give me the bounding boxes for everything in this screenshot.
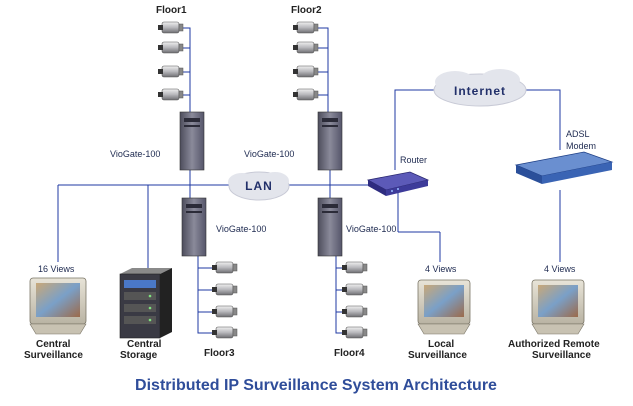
camera-icon bbox=[211, 283, 238, 296]
viogate-server-1 bbox=[179, 111, 205, 171]
camera-icon bbox=[341, 305, 368, 318]
floor2-cameras bbox=[292, 21, 319, 101]
central-monitor-icon bbox=[29, 277, 87, 335]
viogate-2-label: VioGate-100 bbox=[244, 149, 294, 159]
page-title: Distributed IP Surveillance System Archi… bbox=[135, 377, 497, 394]
camera-icon bbox=[292, 65, 319, 78]
camera-icon bbox=[211, 326, 238, 339]
storage-icon bbox=[119, 268, 172, 339]
central-views-label: 16 Views bbox=[38, 264, 75, 274]
viogate-server-2 bbox=[317, 111, 343, 171]
camera-icon bbox=[157, 65, 184, 78]
camera-icon bbox=[292, 88, 319, 101]
camera-icon bbox=[157, 21, 184, 34]
floor4-cameras bbox=[341, 261, 368, 339]
camera-icon bbox=[211, 305, 238, 318]
viogate-3-label: VioGate-100 bbox=[216, 224, 266, 234]
floor1-cameras bbox=[157, 21, 184, 101]
remote-views-label: 4 Views bbox=[544, 264, 576, 274]
floor3-bus bbox=[197, 255, 214, 334]
network-lines bbox=[57, 27, 561, 334]
remote-surveillance-line1: Authorized Remote bbox=[508, 339, 600, 350]
central-storage-line2: Storage bbox=[120, 350, 158, 361]
viogate-1-label: VioGate-100 bbox=[110, 149, 160, 159]
remote-monitor-icon bbox=[531, 279, 585, 335]
viogate-server-4 bbox=[317, 197, 343, 257]
viogate-server-3 bbox=[181, 197, 207, 257]
camera-icon bbox=[292, 41, 319, 54]
local-views-label: 4 Views bbox=[425, 264, 457, 274]
camera-icon bbox=[157, 41, 184, 54]
camera-icon bbox=[341, 283, 368, 296]
floor1-label: Floor1 bbox=[156, 5, 187, 16]
floor3-cameras bbox=[211, 261, 238, 339]
local-surveillance-line2: Surveillance bbox=[408, 350, 467, 361]
lan-cloud: LAN bbox=[228, 171, 290, 201]
lan-label: LAN bbox=[245, 179, 273, 193]
floor4-label: Floor4 bbox=[334, 348, 365, 359]
internet-cloud: Internet bbox=[433, 69, 527, 107]
local-monitor-icon bbox=[417, 279, 471, 335]
camera-icon bbox=[341, 326, 368, 339]
remote-surveillance-line2: Surveillance bbox=[532, 350, 591, 361]
router-internet-link bbox=[394, 89, 440, 170]
modem-label-line1: ADSL bbox=[566, 129, 590, 139]
floor2-bus bbox=[318, 27, 329, 112]
local-surveillance-line1: Local bbox=[428, 339, 454, 350]
camera-icon bbox=[211, 261, 238, 274]
modem-label-line2: Modem bbox=[566, 141, 596, 151]
modem-icon bbox=[514, 151, 614, 184]
camera-icon bbox=[157, 88, 184, 101]
floor1-bus bbox=[182, 27, 191, 112]
viogate-4-label: VioGate-100 bbox=[346, 224, 396, 234]
central-surveillance-line1: Central bbox=[36, 339, 71, 350]
camera-icon bbox=[292, 21, 319, 34]
camera-icon bbox=[341, 261, 368, 274]
central-storage-line1: Central bbox=[127, 339, 162, 350]
internet-label: Internet bbox=[454, 84, 506, 98]
floor4-bus bbox=[335, 255, 344, 334]
internet-modem-link bbox=[520, 89, 561, 150]
router-label: Router bbox=[400, 155, 427, 165]
central-surveillance-line2: Surveillance bbox=[24, 350, 83, 361]
floor2-label: Floor2 bbox=[291, 5, 322, 16]
router-icon bbox=[366, 171, 430, 196]
floor3-label: Floor3 bbox=[204, 348, 235, 359]
